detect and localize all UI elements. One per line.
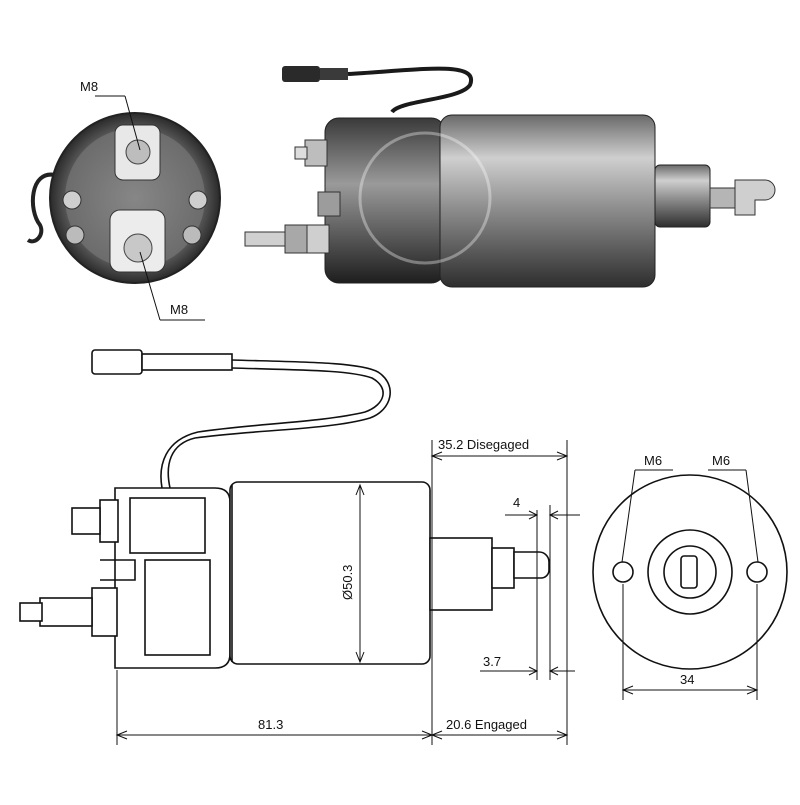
mount-hole-right: [746, 561, 768, 583]
end-view-photo: M8 M8: [26, 79, 221, 321]
disengaged-length-label: 35.2 Disegaged: [438, 437, 529, 452]
end-drawing: M6 M6 34: [592, 453, 788, 700]
upper-terminal-label: M8: [80, 79, 98, 94]
side-drawing: Ø50.3 81.3 20.6 Engaged 35.2 Disegaged 4: [19, 349, 580, 745]
body-length-label: 81.3: [258, 717, 283, 732]
hole-right-label: M6: [712, 453, 730, 468]
engaged-length-label: 20.6 Engaged: [446, 717, 527, 732]
side-view-photo: [244, 66, 776, 288]
lower-terminal-label: M8: [170, 302, 188, 317]
diameter-label: Ø50.3: [340, 565, 355, 600]
hole-left-label: M6: [644, 453, 662, 468]
mount-hole-left: [612, 561, 634, 583]
hole-spacing-label: 34: [680, 672, 694, 687]
hook-offset-label: 3.7: [483, 654, 501, 669]
hook-width-label: 4: [513, 495, 520, 510]
